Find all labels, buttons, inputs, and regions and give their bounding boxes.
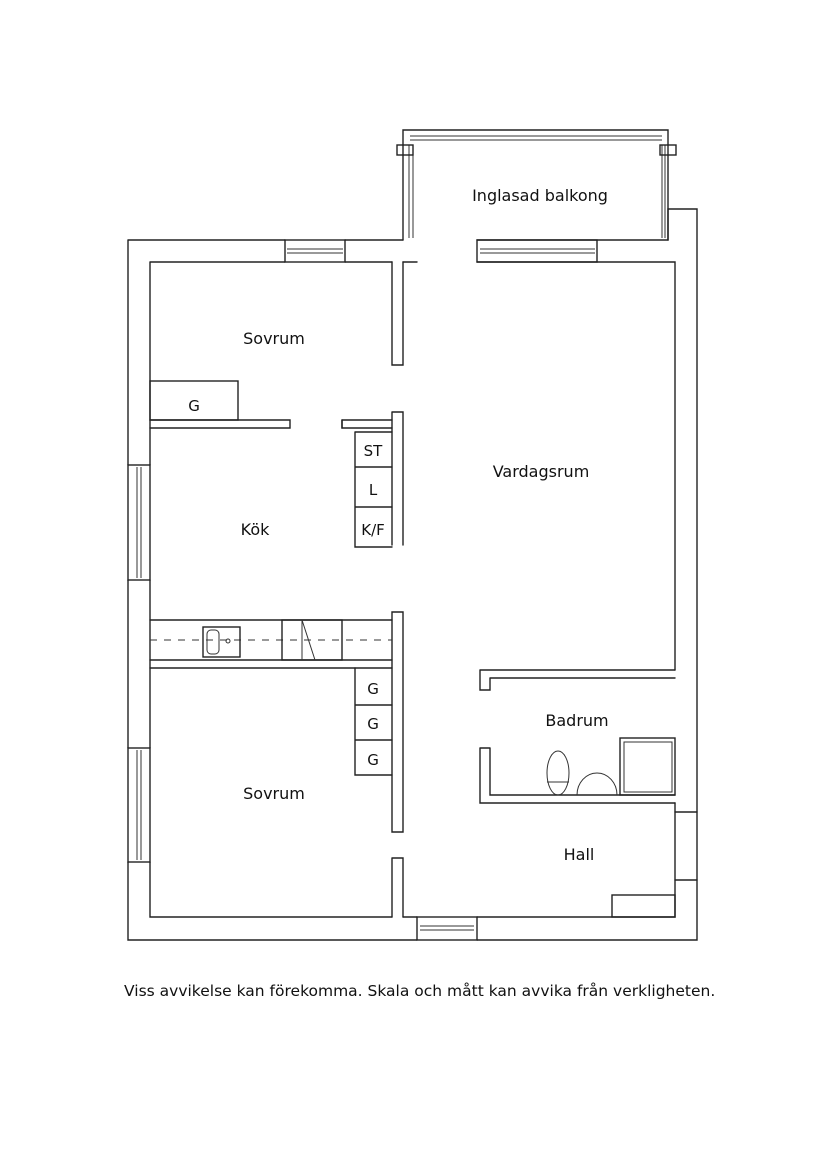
label-bathroom: Badrum [545,711,608,730]
shower-icon [619,737,676,796]
kitchen-units: ST L K/F [341,419,393,548]
closets-bottom: G G G [354,667,393,776]
label-bedroom-top: Sovrum [243,329,305,348]
interior-walls [149,261,676,918]
closet-label: G [367,751,379,769]
room-labels: Inglasad balkong Sovrum G Kök Vardagsrum… [188,186,608,864]
label-living-room: Vardagsrum [493,462,590,481]
closet-label: G [367,715,379,733]
bathroom-fixtures [546,737,676,796]
unit-l: L [369,481,378,499]
washbasin-icon [576,772,618,796]
label-balcony: Inglasad balkong [472,186,608,205]
unit-kf: K/F [361,521,385,539]
toilet-icon [546,750,570,796]
label-kitchen: Kök [241,520,270,539]
label-bedroom-bottom: Sovrum [243,784,305,803]
windows [127,239,598,941]
unit-st: ST [364,442,384,460]
closet-label: G [367,680,379,698]
kitchen-counter [149,619,393,661]
stove-icon [281,619,343,661]
label-hall: Hall [564,845,595,864]
disclaimer-text: Viss avvikelse kan förekomma. Skala och … [124,982,716,1000]
balcony [396,129,677,241]
exterior-walls [127,208,698,941]
sink-icon [202,626,241,658]
label-closet-top: G [188,397,200,415]
